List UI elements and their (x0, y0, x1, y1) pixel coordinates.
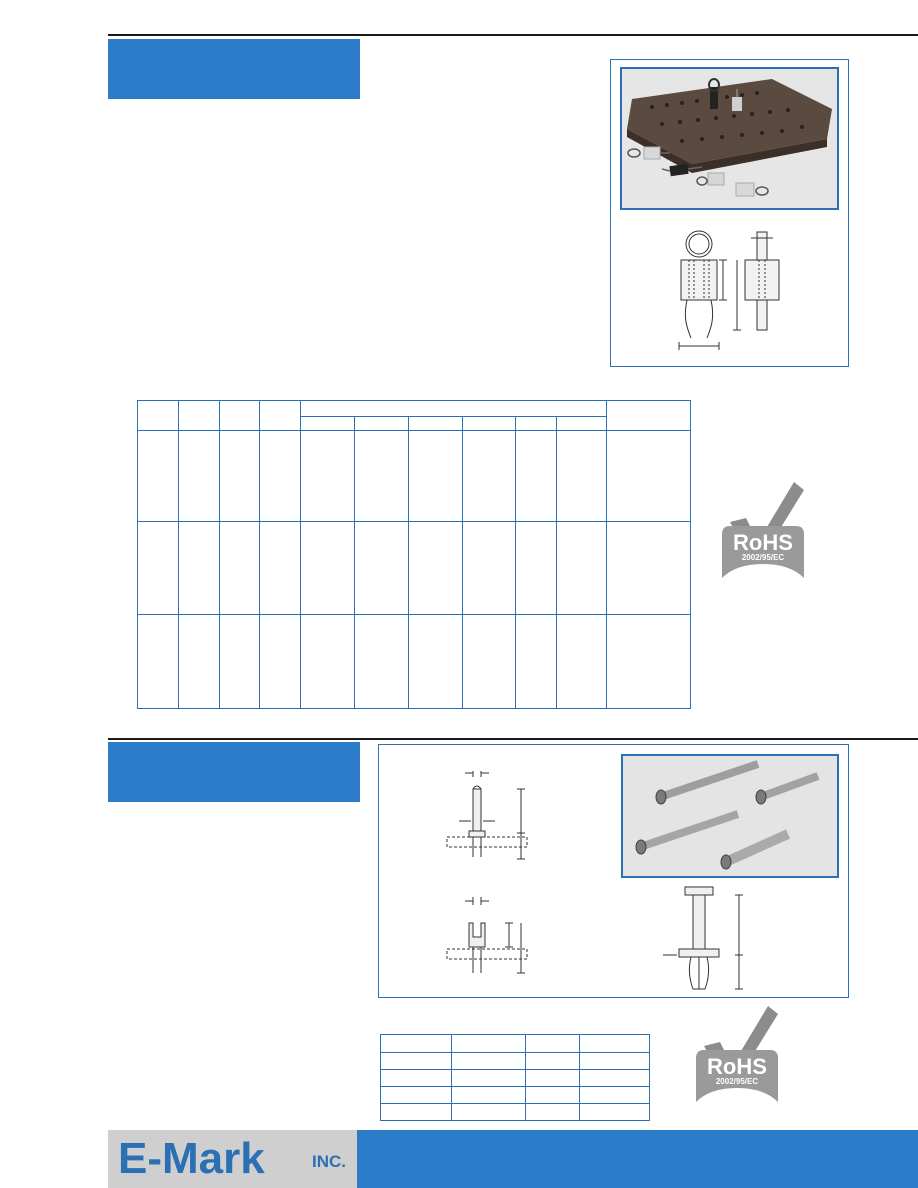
rohs-badge-bottom: RoHS 2002/95/EC (694, 1004, 780, 1109)
footer-band (357, 1130, 918, 1188)
table-row (137, 521, 692, 615)
table-subheader-cell (354, 416, 409, 431)
table-row (137, 614, 692, 709)
bottom-rule (108, 738, 918, 740)
press-fit-pin-diagram-icon (663, 886, 743, 990)
terminal-board-photo-icon (620, 67, 839, 210)
table-subheader-cell (408, 416, 463, 431)
rohs-directive: 2002/95/EC (716, 1077, 758, 1086)
pin-terminals-photo-icon (621, 754, 839, 878)
table-row (380, 1086, 650, 1104)
company-logo: E-Mark INC. (108, 1130, 357, 1188)
company-logo-name: E-Mark (118, 1134, 265, 1183)
rohs-badge-top: RoHS 2002/95/EC (720, 480, 806, 585)
top-section-header-block (108, 39, 360, 99)
pin-terminals-illustration (623, 756, 837, 876)
rohs-check-icon: RoHS 2002/95/EC (722, 482, 804, 578)
table-row (380, 1103, 650, 1121)
table-header-cell (219, 400, 260, 431)
top-spec-table (137, 400, 692, 709)
bottom-spec-table (380, 1034, 650, 1121)
rohs-title: RoHS (733, 530, 793, 555)
pin-diagram-icon (446, 771, 528, 860)
table-subheader-cell (300, 416, 355, 431)
table-row (137, 430, 692, 522)
company-logo-suffix: INC. (312, 1152, 346, 1171)
bottom-section-header-block (108, 742, 360, 802)
jumper-terminal-diagram-icon (678, 230, 780, 350)
rohs-title: RoHS (707, 1054, 767, 1079)
table-subheader-cell (555, 416, 608, 431)
top-rule (108, 34, 918, 36)
table-header-cell (259, 400, 301, 431)
rohs-directive: 2002/95/EC (742, 553, 784, 562)
fork-pin-diagram-icon (446, 897, 528, 974)
terminal-board-illustration (622, 69, 837, 208)
table-row (380, 1034, 650, 1053)
table-subheader-cell (515, 416, 557, 431)
table-header-cell (137, 400, 179, 431)
rohs-check-icon: RoHS 2002/95/EC (696, 1006, 778, 1102)
table-row (380, 1069, 650, 1087)
table-header-cell (178, 400, 220, 431)
table-header-group-cell (299, 400, 608, 417)
table-header-cell (606, 400, 692, 431)
table-row (380, 1052, 650, 1070)
bottom-figure-frame (378, 744, 849, 998)
table-subheader-cell (462, 416, 516, 431)
top-figure-frame (610, 59, 849, 367)
